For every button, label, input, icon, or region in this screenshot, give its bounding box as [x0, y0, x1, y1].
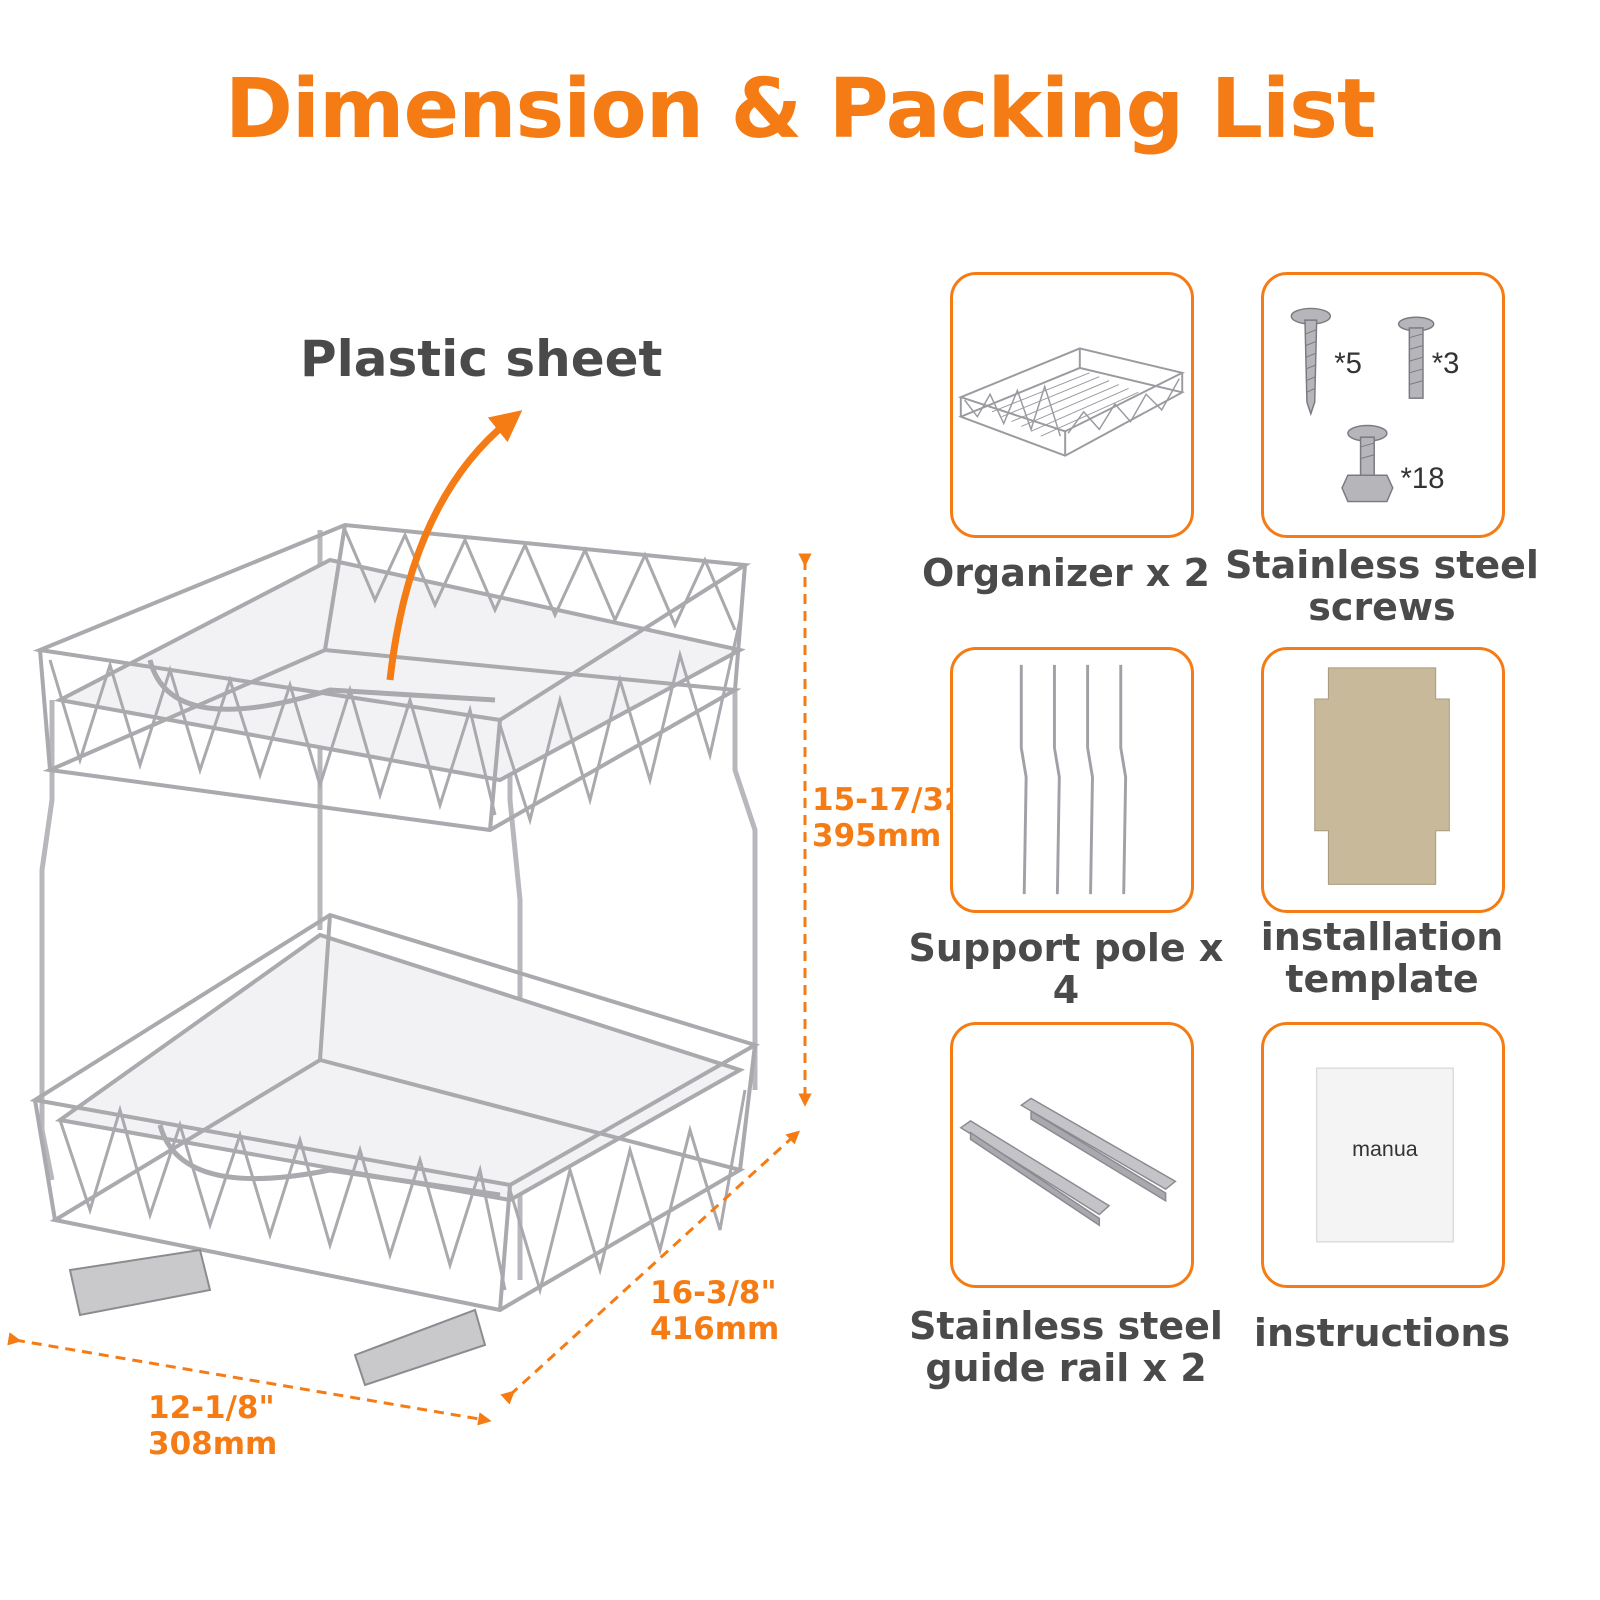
- cardboard-template-icon: [1314, 667, 1450, 885]
- label-guide-rails: Stainless steel guide rail x 2: [909, 1304, 1223, 1390]
- manual-text: manua: [1352, 1137, 1418, 1161]
- packing-card-guide-rails: [950, 1022, 1194, 1288]
- screws-icon: *5 *3 *18: [1290, 307, 1460, 503]
- packing-card-instructions: manua: [1261, 1022, 1505, 1288]
- depth-dimension: 16-3/8" 416mm: [650, 1275, 780, 1347]
- lower-basket: [29, 912, 761, 1313]
- page-title: Dimension & Packing List: [224, 62, 1376, 157]
- upper-basket: [32, 522, 751, 833]
- screw-count-18: *18: [1401, 463, 1445, 495]
- label-screws: Stainless steel screws: [1225, 543, 1539, 629]
- plastic-sheet-callout: Plastic sheet: [300, 330, 663, 388]
- label-instructions: instructions: [1253, 1311, 1511, 1355]
- label-template: installation template: [1260, 915, 1504, 1001]
- manual-icon: manua: [1315, 1067, 1454, 1243]
- packing-card-support-poles: [950, 647, 1194, 913]
- packing-card-screws: *5 *3 *18: [1261, 272, 1505, 538]
- packing-card-template: [1261, 647, 1505, 913]
- wire-basket-icon: [957, 347, 1186, 457]
- packing-card-organizer: [950, 272, 1194, 538]
- label-organizer: Organizer x 2: [921, 551, 1210, 595]
- screw-count-3: *3: [1432, 348, 1460, 380]
- width-dimension: 12-1/8" 308mm: [148, 1390, 278, 1462]
- label-support-poles: Support pole x 4: [908, 926, 1224, 1012]
- support-poles-icon: [1019, 664, 1128, 895]
- screw-count-5: *5: [1334, 348, 1362, 380]
- guide-rails-icon: [959, 1097, 1177, 1227]
